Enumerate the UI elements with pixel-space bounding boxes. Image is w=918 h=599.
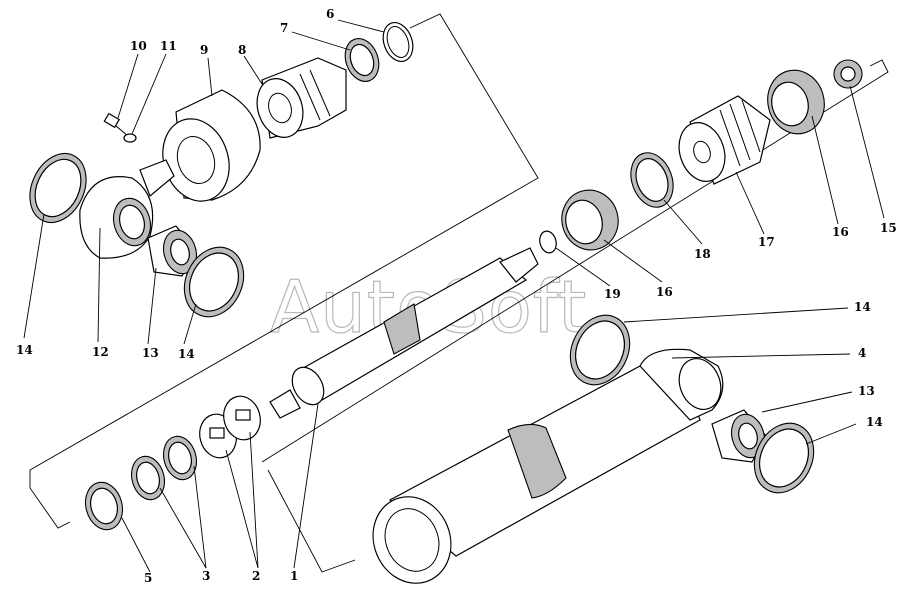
cylinder-body-4 <box>372 348 724 584</box>
callout-4: 4 <box>858 346 866 360</box>
bearing-13b <box>711 409 767 463</box>
callout-16b: 16 <box>832 225 849 239</box>
ring-18 <box>630 152 674 208</box>
callout-10: 10 <box>130 39 147 53</box>
snap-ring-14c <box>569 314 631 386</box>
callout-14a: 14 <box>16 343 33 357</box>
split-rings-2 <box>199 395 261 459</box>
ring-6 <box>382 22 414 62</box>
callout-13b: 13 <box>858 384 875 398</box>
ring-19 <box>539 230 557 254</box>
piston-rod-1 <box>269 247 539 419</box>
ring-7 <box>344 38 380 82</box>
callout-1: 1 <box>290 569 298 583</box>
washer-11 <box>123 133 137 143</box>
rings-3 <box>130 435 198 501</box>
callout-3: 3 <box>202 569 210 583</box>
assembly-bracket <box>29 13 889 573</box>
nut-15 <box>833 59 863 89</box>
callout-7: 7 <box>280 21 288 35</box>
callout-14c: 14 <box>854 300 871 314</box>
callouts: 1 2 3 4 5 6 7 8 9 10 11 12 13 13 14 14 1… <box>16 7 897 585</box>
bearing-13a <box>147 225 198 277</box>
callout-14b: 14 <box>178 347 195 361</box>
callout-14d: 14 <box>866 415 883 429</box>
callout-19: 19 <box>604 287 621 301</box>
nut-9 <box>162 89 261 202</box>
rod-end-12 <box>79 159 175 259</box>
bolt-10 <box>103 112 129 137</box>
piston-17 <box>678 95 771 185</box>
callout-8: 8 <box>238 43 246 57</box>
callout-13a: 13 <box>142 346 159 360</box>
callout-18: 18 <box>694 247 711 261</box>
snap-ring-14d <box>753 422 815 494</box>
callout-16a: 16 <box>656 285 673 299</box>
callout-15: 15 <box>880 221 897 235</box>
callout-2: 2 <box>252 569 260 583</box>
callout-6: 6 <box>326 7 334 21</box>
snap-ring-14b <box>183 246 245 318</box>
callout-9: 9 <box>200 43 208 57</box>
callout-11: 11 <box>160 39 177 53</box>
leader-lines <box>23 19 885 573</box>
callout-5: 5 <box>144 571 152 585</box>
bushing-16b <box>767 69 825 135</box>
callout-17: 17 <box>758 235 775 249</box>
callout-12: 12 <box>92 345 109 359</box>
bushing-16a <box>561 189 619 251</box>
piston-8 <box>256 57 347 139</box>
snap-ring-5 <box>84 481 124 531</box>
